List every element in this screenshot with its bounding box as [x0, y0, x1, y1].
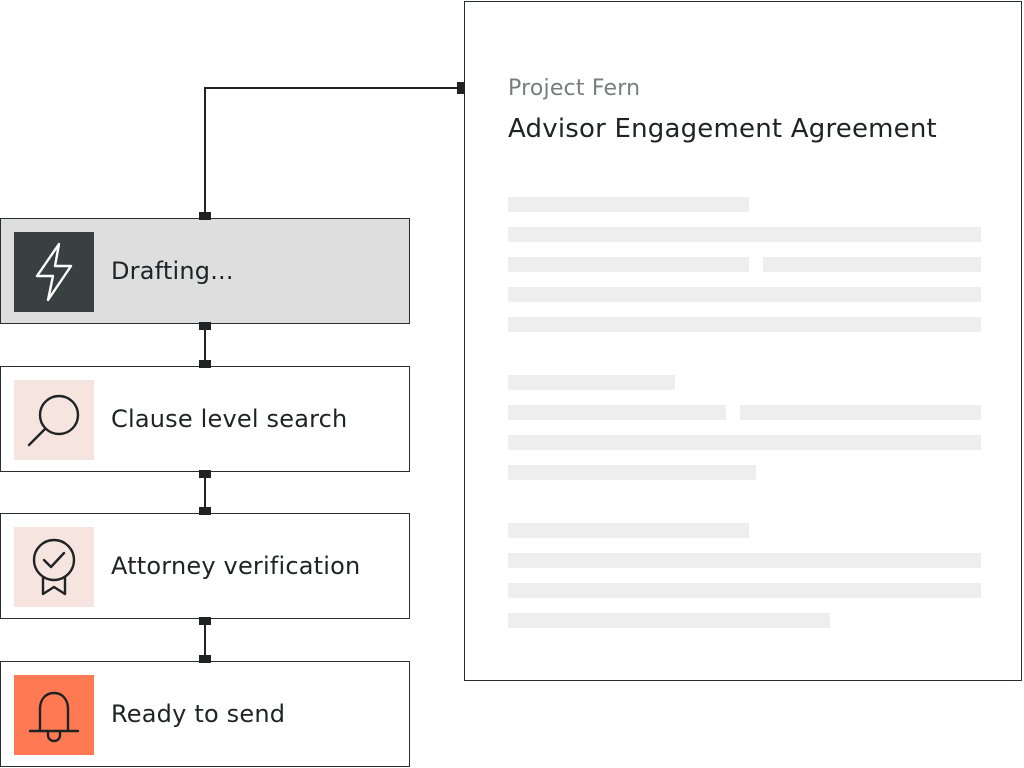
workflow-step-drafting[interactable]: Drafting...: [0, 218, 410, 324]
bell-icon: [14, 675, 94, 755]
connector-pin: [199, 655, 211, 663]
text-placeholder-line: [508, 613, 830, 628]
text-placeholder-line: [508, 435, 981, 450]
text-placeholder-line: [740, 405, 981, 420]
document-title: Advisor Engagement Agreement: [508, 114, 937, 144]
search-icon: [14, 380, 94, 460]
text-placeholder-line: [508, 197, 749, 212]
connector-line: [204, 323, 206, 368]
text-placeholder-line: [508, 375, 675, 390]
text-placeholder-line: [508, 523, 749, 538]
step-label: Drafting...: [111, 256, 234, 285]
connector-pin: [199, 322, 211, 330]
connector-pin: [199, 617, 211, 625]
workflow-step-clause-search[interactable]: Clause level search: [0, 366, 410, 472]
badge-check-icon: [14, 527, 94, 607]
connector-line: [204, 471, 206, 516]
text-placeholder-line: [763, 257, 981, 272]
step-label: Ready to send: [111, 699, 286, 728]
text-placeholder-line: [508, 405, 726, 420]
step-label: Attorney verification: [111, 551, 361, 580]
lightning-icon: [14, 232, 94, 312]
text-placeholder-line: [508, 465, 756, 480]
connector-pin: [199, 470, 211, 478]
step-label: Clause level search: [111, 404, 348, 433]
text-placeholder-line: [508, 553, 981, 568]
connector-pin: [199, 212, 211, 220]
connector-pin: [457, 82, 465, 94]
text-placeholder-line: [508, 287, 981, 302]
connector-pin: [199, 507, 211, 515]
text-placeholder-line: [508, 257, 749, 272]
connector-line: [204, 618, 206, 663]
document-preview: Project Fern Advisor Engagement Agreemen…: [464, 1, 1022, 681]
connector-line: [204, 87, 462, 89]
text-placeholder-line: [508, 583, 981, 598]
document-subtitle: Project Fern: [508, 76, 641, 101]
text-placeholder-line: [508, 227, 981, 242]
workflow-step-attorney-verification[interactable]: Attorney verification: [0, 513, 410, 619]
connector-line: [204, 87, 206, 219]
workflow-step-ready-to-send[interactable]: Ready to send: [0, 661, 410, 767]
connector-pin: [199, 360, 211, 368]
text-placeholder-line: [508, 317, 981, 332]
